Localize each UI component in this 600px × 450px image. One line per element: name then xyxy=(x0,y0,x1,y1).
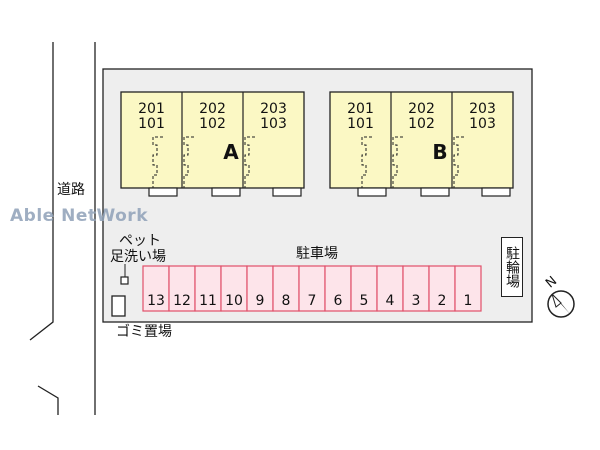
unit-entrance xyxy=(272,187,302,197)
unit-number-upper: 201 xyxy=(138,101,165,117)
pet-wash-label-line2: 足洗い場 xyxy=(110,249,166,265)
building-letter: A xyxy=(223,140,239,164)
unit-number-upper: 202 xyxy=(199,101,226,117)
pet-wash-marker xyxy=(120,276,129,285)
parking-space-number: 1 xyxy=(464,293,473,309)
garbage-area xyxy=(111,295,126,317)
building-outline xyxy=(120,91,305,189)
parking-space-number: 13 xyxy=(147,293,165,309)
building-outline xyxy=(329,91,514,189)
parking-space-number: 8 xyxy=(282,293,291,309)
parking-space xyxy=(454,265,482,312)
parking-area: 13 12 11 10 9 8 7 6 5 4 3 2 1 xyxy=(142,265,482,312)
parking-space-number: 4 xyxy=(386,293,395,309)
unit-interior-stair xyxy=(392,136,403,188)
watermark: Able NetWork xyxy=(10,206,148,226)
building-b xyxy=(329,91,514,197)
unit-entrance xyxy=(420,187,450,197)
compass-icon xyxy=(547,290,575,318)
road-label: 道路 xyxy=(57,182,85,198)
parking-space xyxy=(350,265,378,312)
unit-number-upper: 202 xyxy=(408,101,435,117)
unit-number-upper: 203 xyxy=(260,101,287,117)
unit-number-lower: 101 xyxy=(138,116,165,132)
road xyxy=(29,42,96,415)
parking-space xyxy=(194,265,222,312)
parking-space xyxy=(402,265,430,312)
parking-space xyxy=(168,265,196,312)
parking-label: 駐車場 xyxy=(296,246,338,262)
unit-number-upper: 203 xyxy=(469,101,496,117)
parking-space xyxy=(298,265,326,312)
unit-interior-stair xyxy=(244,136,255,188)
buildings xyxy=(120,91,514,197)
unit-entrance xyxy=(481,187,511,197)
bicycle-parking: 駐輪場 xyxy=(501,237,523,297)
building-a xyxy=(120,91,305,197)
parking-space xyxy=(324,265,352,312)
unit-entrance xyxy=(357,187,387,197)
parking-space-number: 6 xyxy=(334,293,343,309)
parking-space xyxy=(246,265,274,312)
parking-space-number: 10 xyxy=(225,293,243,309)
unit-interior-stair xyxy=(152,136,163,188)
unit-number-lower: 101 xyxy=(347,116,374,132)
unit-entrance xyxy=(211,187,241,197)
parking-space-number: 9 xyxy=(256,293,265,309)
parking-space-number: 7 xyxy=(308,293,317,309)
parking-space-number: 12 xyxy=(173,293,191,309)
parking-space xyxy=(376,265,404,312)
parking-space-number: 2 xyxy=(438,293,447,309)
unit-number-lower: 103 xyxy=(260,116,287,132)
parking-space xyxy=(142,265,170,312)
pet-wash-label-line1: ペット xyxy=(119,233,161,249)
garbage-label: ゴミ置場 xyxy=(116,324,172,340)
unit-number-lower: 103 xyxy=(469,116,496,132)
unit-number-lower: 102 xyxy=(199,116,226,132)
unit-interior-stair xyxy=(453,136,464,188)
unit-number-lower: 102 xyxy=(408,116,435,132)
unit-number-upper: 201 xyxy=(347,101,374,117)
parking-space-number: 5 xyxy=(360,293,369,309)
unit-entrance xyxy=(148,187,178,197)
building-letter: B xyxy=(432,140,448,164)
parking-space-number: 11 xyxy=(199,293,217,309)
parking-space-number: 3 xyxy=(412,293,421,309)
road-left-edge xyxy=(29,42,54,341)
unit-interior-stair xyxy=(183,136,194,188)
bicycle-parking-label: 駐輪場 xyxy=(504,246,520,288)
road-left-edge-lower xyxy=(37,385,59,415)
unit-interior-stair xyxy=(361,136,372,188)
